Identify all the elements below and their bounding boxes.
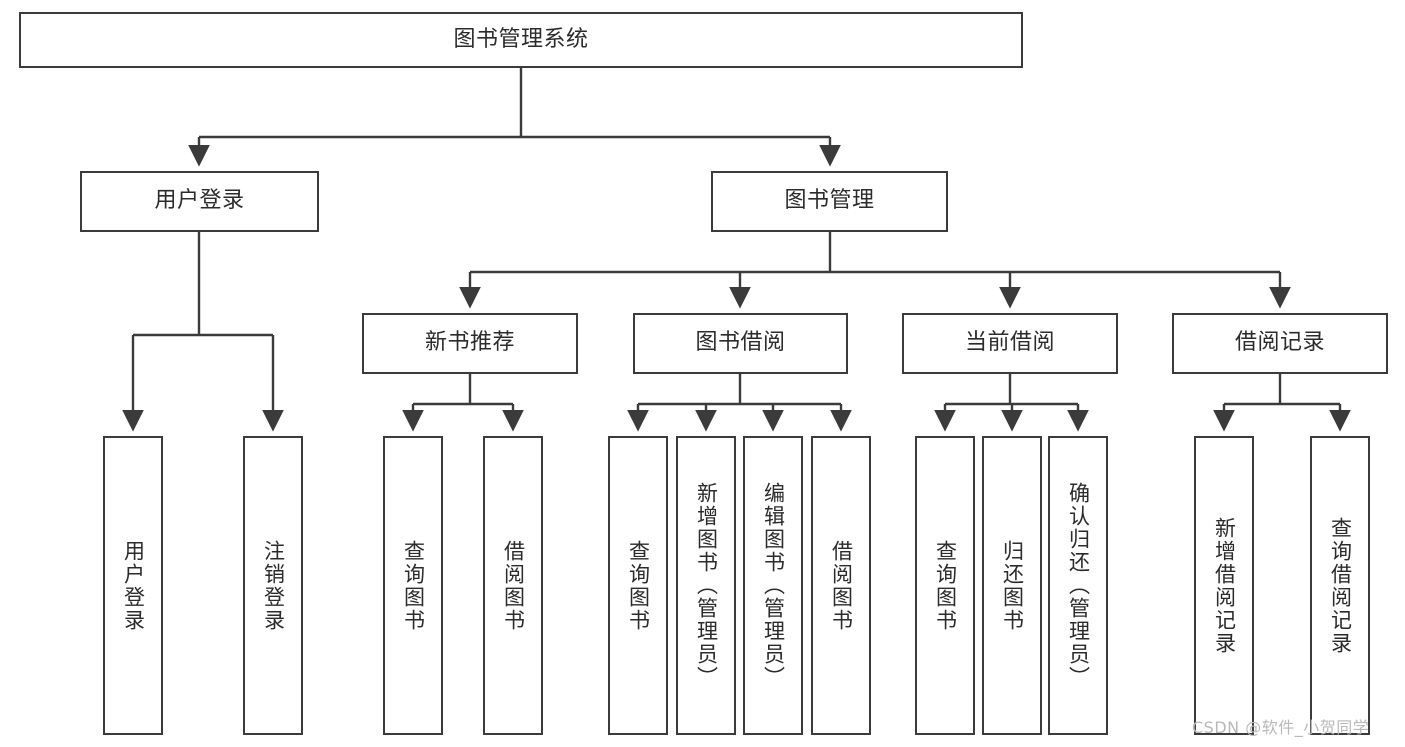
node-book-management[interactable]: 图书管理 bbox=[711, 171, 948, 232]
leaf-new-book-query[interactable]: 查询图书 bbox=[383, 436, 443, 735]
node-label: 新书推荐 bbox=[424, 330, 515, 356]
leaf-borrow-edit-book[interactable]: 编辑图书（管理员） bbox=[743, 436, 803, 735]
leaf-new-book-borrow[interactable]: 借阅图书 bbox=[483, 436, 543, 735]
node-label: 图书借阅 bbox=[695, 330, 786, 356]
node-new-book-recommend[interactable]: 新书推荐 bbox=[362, 313, 578, 374]
node-label: 注销登录 bbox=[261, 539, 286, 632]
node-label: 用户登录 bbox=[121, 539, 146, 632]
node-label: 归还图书 bbox=[1000, 539, 1025, 632]
node-book-borrow[interactable]: 图书借阅 bbox=[633, 313, 848, 374]
leaf-borrow-add-book[interactable]: 新增图书（管理员） bbox=[676, 436, 736, 735]
node-user-login[interactable]: 用户登录 bbox=[80, 171, 319, 232]
leaf-record-add[interactable]: 新增借阅记录 bbox=[1194, 436, 1254, 735]
node-label: 查询图书 bbox=[933, 539, 958, 632]
leaf-current-return-book[interactable]: 归还图书 bbox=[982, 436, 1042, 735]
node-root-system[interactable]: 图书管理系统 bbox=[19, 12, 1023, 68]
node-label: 当前借阅 bbox=[964, 330, 1055, 356]
leaf-borrow-lend-book[interactable]: 借阅图书 bbox=[811, 436, 871, 735]
leaf-user-login-signin[interactable]: 用户登录 bbox=[103, 436, 163, 735]
node-label: 查询借阅记录 bbox=[1328, 516, 1353, 655]
node-label: 借阅图书 bbox=[829, 539, 854, 632]
node-label: 借阅图书 bbox=[501, 539, 526, 632]
node-label: 用户登录 bbox=[154, 188, 245, 214]
node-current-borrow[interactable]: 当前借阅 bbox=[902, 313, 1118, 374]
leaf-borrow-query-book[interactable]: 查询图书 bbox=[608, 436, 668, 735]
node-borrow-record[interactable]: 借阅记录 bbox=[1172, 313, 1388, 374]
leaf-current-confirm-return[interactable]: 确认归还（管理员） bbox=[1048, 436, 1108, 735]
node-label: 新增图书（管理员） bbox=[694, 482, 719, 689]
csdn-watermark: CSDN @软件_小贺同学 bbox=[1192, 718, 1370, 737]
node-label: 编辑图书（管理员） bbox=[761, 482, 786, 689]
node-label: 确认归还（管理员） bbox=[1066, 482, 1091, 689]
node-label: 新增借阅记录 bbox=[1212, 516, 1237, 655]
node-label: 查询图书 bbox=[401, 539, 426, 632]
leaf-record-query[interactable]: 查询借阅记录 bbox=[1310, 436, 1370, 735]
node-label: 借阅记录 bbox=[1234, 330, 1325, 356]
leaf-current-query-book[interactable]: 查询图书 bbox=[915, 436, 975, 735]
node-label: 图书管理系统 bbox=[453, 26, 589, 52]
node-label: 查询图书 bbox=[626, 539, 651, 632]
node-label: 图书管理 bbox=[784, 188, 875, 214]
leaf-user-login-signout[interactable]: 注销登录 bbox=[243, 436, 303, 735]
